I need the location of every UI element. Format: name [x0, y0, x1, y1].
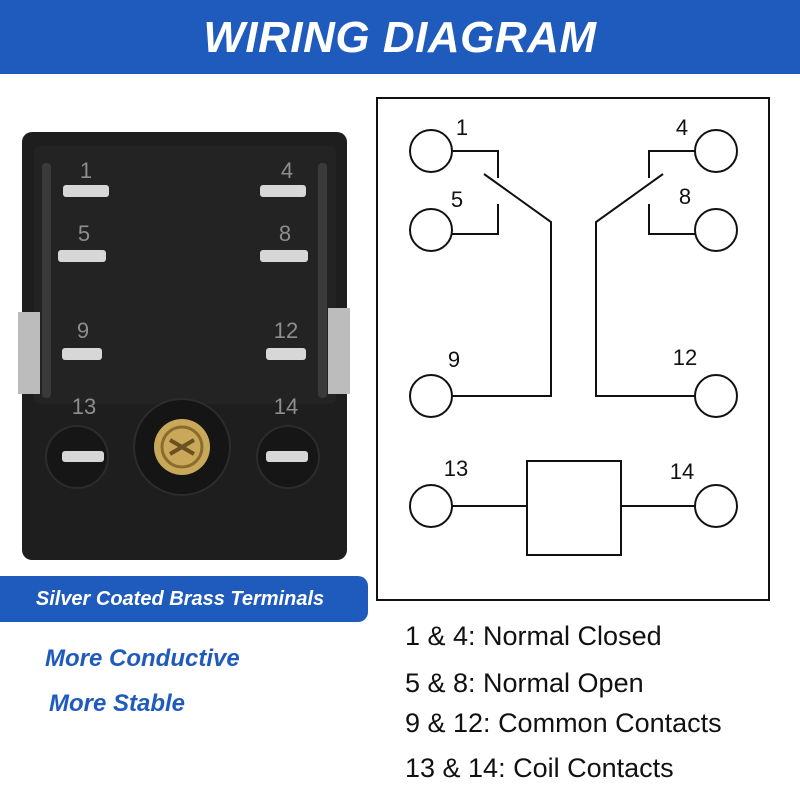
- screw-slot: [168, 438, 196, 456]
- terminal-badge: [0, 576, 368, 622]
- common-9-wire: [452, 173, 552, 397]
- pin-circle-12: [694, 374, 738, 418]
- pin-label-1: 1: [456, 115, 468, 140]
- photo-number-4: 4: [281, 158, 293, 183]
- pin-circle-4: [694, 129, 738, 173]
- pin-circle-14: [694, 484, 738, 528]
- photo-number-5: 5: [78, 221, 90, 246]
- photo-number-9: 9: [77, 318, 89, 343]
- pin-label-4: 4: [676, 115, 688, 140]
- photo-terminal: [266, 348, 306, 360]
- photo-number-12: 12: [274, 318, 298, 343]
- right-clip: [328, 308, 350, 394]
- pin-label-5: 5: [451, 187, 463, 212]
- relay-socket-photo: 1 4 5 8 9 12 13 14: [18, 132, 350, 560]
- terminal-badge-label: Silver Coated Brass Terminals: [35, 588, 325, 610]
- contact-4-wire: [648, 150, 695, 178]
- feature-stable: More Stable: [49, 690, 186, 717]
- legend-common-contacts: 9 & 12: Common Contacts: [405, 708, 722, 738]
- common-12-wire: [595, 173, 695, 397]
- relay-upper-panel: [34, 146, 336, 404]
- pin-circle-9: [409, 374, 453, 418]
- photo-terminal: [62, 348, 102, 360]
- legend-coil-contacts: 13 & 14: Coil Contacts: [405, 753, 674, 783]
- pin-circle-1: [409, 129, 453, 173]
- feature-conductive: More Conductive: [45, 645, 240, 672]
- photo-terminal: [58, 250, 106, 262]
- screw-thread: [160, 425, 204, 469]
- left-rail: [42, 163, 51, 398]
- photo-number-1: 1: [80, 158, 92, 183]
- wiring-schematic: [376, 97, 770, 601]
- contact-5-wire: [452, 204, 499, 235]
- contact-8-wire: [648, 204, 695, 235]
- pin-circle-5: [409, 208, 453, 252]
- photo-terminal: [260, 185, 306, 197]
- header-banner: [0, 0, 800, 74]
- photo-terminal: [266, 451, 308, 462]
- contact-1-wire: [452, 150, 499, 178]
- photo-terminal: [62, 451, 104, 462]
- pin-label-12: 12: [673, 345, 697, 370]
- pin-circle-8: [694, 208, 738, 252]
- schematic-pin-labels: 1 4 5 8 9 12 13 14: [444, 115, 697, 484]
- pin-label-14: 14: [670, 459, 694, 484]
- schematic-frame: [376, 97, 770, 601]
- right-rail: [318, 163, 327, 398]
- legend-normal-closed: 1 & 4: Normal Closed: [405, 621, 662, 651]
- pin-label-8: 8: [679, 184, 691, 209]
- left-clip: [18, 312, 40, 394]
- photo-number-14: 14: [274, 394, 298, 419]
- photo-terminal: [63, 185, 109, 197]
- photo-terminal: [260, 250, 308, 262]
- pin-circle-13: [409, 484, 453, 528]
- pin-label-9: 9: [448, 347, 460, 372]
- page-title: WIRING DIAGRAM: [203, 13, 597, 62]
- legend-normal-open: 5 & 8: Normal Open: [405, 668, 644, 698]
- pin-label-13: 13: [444, 456, 468, 481]
- photo-number-13: 13: [72, 394, 96, 419]
- photo-number-8: 8: [279, 221, 291, 246]
- coil-box: [526, 460, 622, 556]
